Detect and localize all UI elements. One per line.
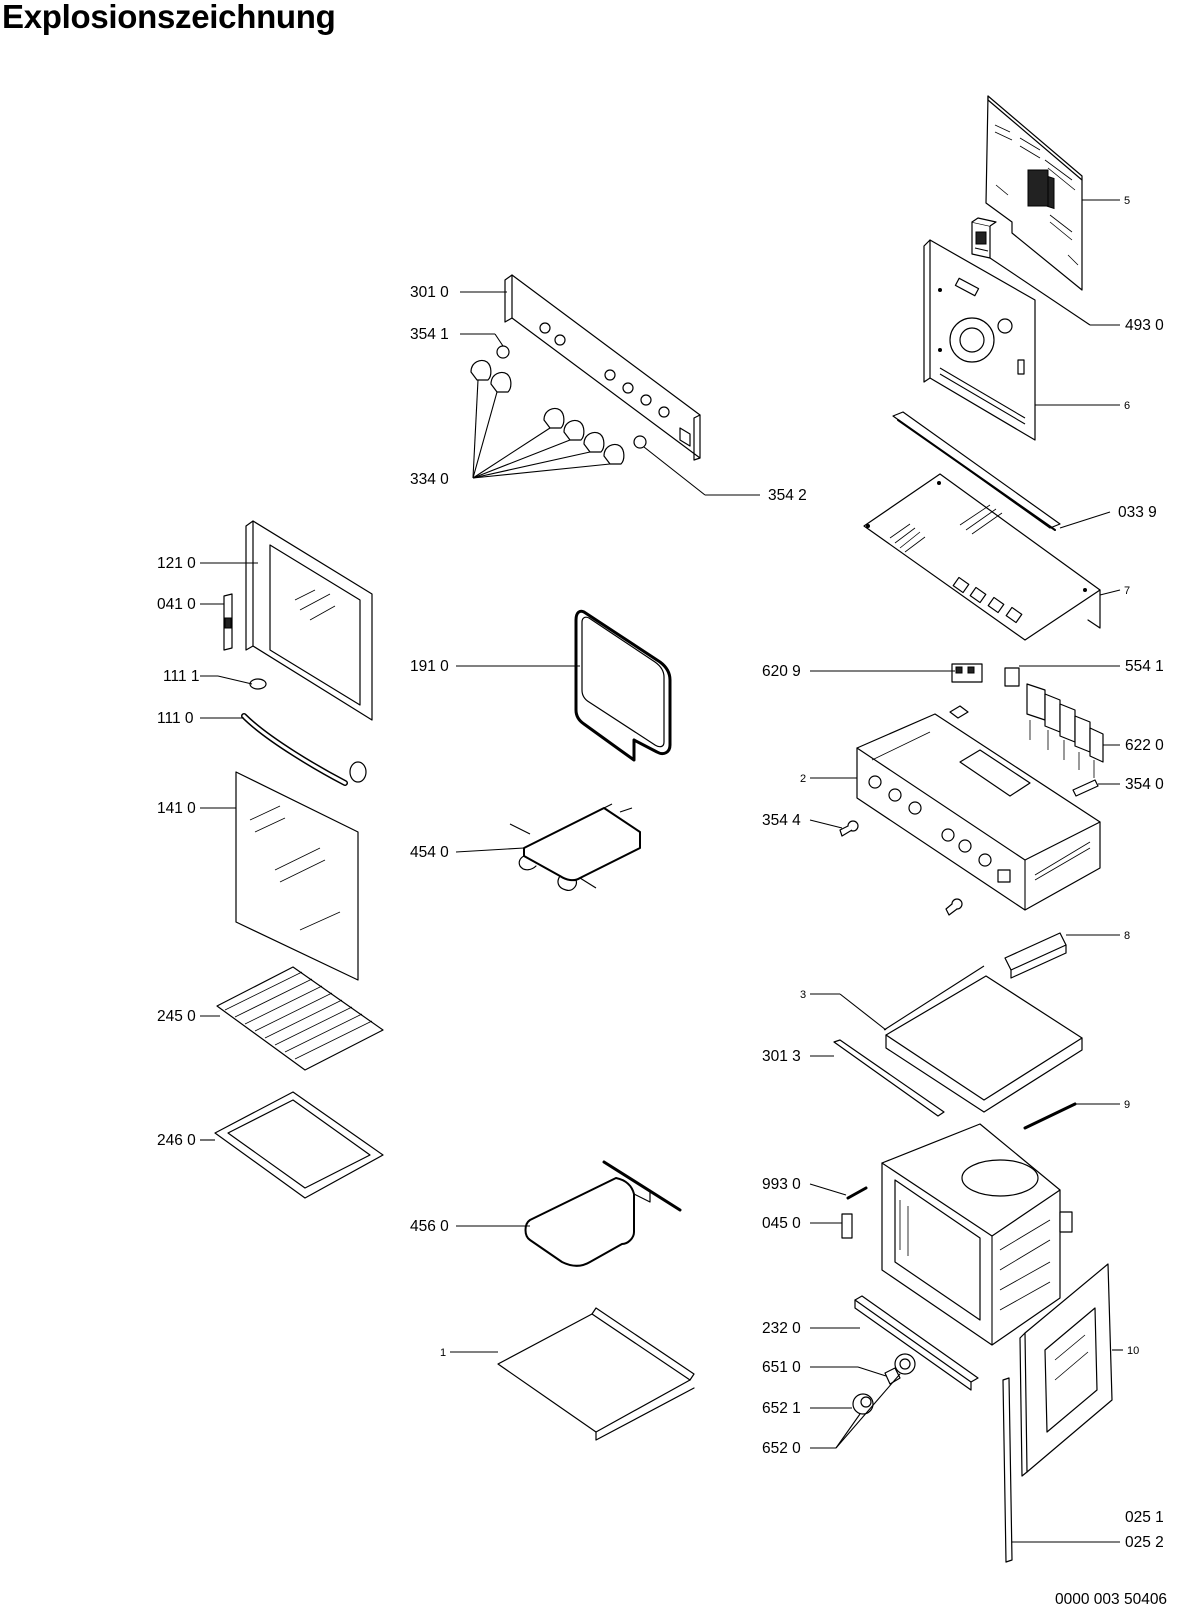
part-switch-block xyxy=(949,663,1104,778)
part-grid-shelf xyxy=(216,966,384,1071)
label-111-1: 111 1 xyxy=(163,668,200,685)
label-9: 9 xyxy=(1124,1099,1130,1111)
label-141-0: 141 0 xyxy=(157,800,196,817)
label-354-2: 354 2 xyxy=(768,487,807,504)
part-grill-element xyxy=(509,803,641,891)
part-indicator-lamps xyxy=(496,345,647,449)
label-025-2: 025 2 xyxy=(1125,1534,1164,1551)
label-456-0: 456 0 xyxy=(410,1218,449,1235)
part-rear-wall xyxy=(923,239,1036,441)
label-1: 1 xyxy=(440,1347,446,1359)
page-title: Explosionszeichnung xyxy=(2,0,336,35)
part-screw-993-0 xyxy=(846,1186,868,1200)
part-control-housing xyxy=(856,713,1101,911)
part-front-frame-bar xyxy=(854,1295,979,1391)
part-door-handle xyxy=(241,678,367,786)
label-232-0: 232 0 xyxy=(762,1320,801,1337)
leader-lines xyxy=(200,199,1123,1543)
part-labels: 301 0 354 1 334 0 354 2 5 493 0 6 033 9 … xyxy=(157,195,1167,1608)
part-bottom-plate xyxy=(883,965,1083,1113)
part-side-rail xyxy=(833,1039,945,1117)
label-8: 8 xyxy=(1124,930,1130,942)
part-front-strip xyxy=(1002,1377,1013,1563)
label-111-0: 111 0 xyxy=(157,710,194,727)
label-622-0: 622 0 xyxy=(1125,737,1164,754)
part-rod-9 xyxy=(1023,1102,1077,1130)
part-control-knobs xyxy=(470,359,625,465)
part-door-frame xyxy=(245,520,373,721)
label-993-0: 993 0 xyxy=(762,1176,801,1193)
part-rear-cover-panel xyxy=(985,95,1083,291)
label-2: 2 xyxy=(800,773,806,785)
part-screw-lower xyxy=(945,898,963,916)
part-lamp xyxy=(1072,779,1099,797)
part-switch-module xyxy=(971,217,997,259)
part-hinge-receiver xyxy=(841,1213,853,1239)
part-knob-set xyxy=(852,1353,916,1415)
part-bracket-8 xyxy=(1004,932,1067,979)
label-025-1: 025 1 xyxy=(1125,1509,1164,1526)
label-10: 10 xyxy=(1127,1345,1139,1357)
label-245-0: 245 0 xyxy=(157,1008,196,1025)
part-screw-354-4 xyxy=(839,820,859,837)
part-glass-pane xyxy=(235,771,359,981)
label-3: 3 xyxy=(800,989,806,1001)
label-5: 5 xyxy=(1124,195,1130,207)
label-554-1: 554 1 xyxy=(1125,658,1164,675)
part-baking-tray xyxy=(214,1091,384,1199)
label-651-0: 651 0 xyxy=(762,1359,801,1376)
label-6: 6 xyxy=(1124,400,1130,412)
label-454-0: 454 0 xyxy=(410,844,449,861)
part-control-panel xyxy=(504,274,701,461)
label-191-0: 191 0 xyxy=(410,658,449,675)
part-side-panel xyxy=(1019,1263,1113,1477)
label-301-0: 301 0 xyxy=(410,284,449,301)
label-033-9: 033 9 xyxy=(1118,504,1157,521)
label-334-0: 334 0 xyxy=(410,471,449,488)
part-lower-heating-element xyxy=(524,1160,682,1267)
label-652-1: 652 1 xyxy=(762,1400,801,1417)
label-354-4: 354 4 xyxy=(762,812,801,829)
label-493-0: 493 0 xyxy=(1125,317,1164,334)
part-door-seal xyxy=(574,609,672,762)
label-7: 7 xyxy=(1124,585,1130,597)
label-620-9: 620 9 xyxy=(762,663,801,680)
label-121-0: 121 0 xyxy=(157,555,196,572)
label-301-3: 301 3 xyxy=(762,1048,801,1065)
part-seal-strip xyxy=(892,411,1061,531)
label-354-1: 354 1 xyxy=(410,326,449,343)
label-041-0: 041 0 xyxy=(157,596,196,613)
label-652-0: 652 0 xyxy=(762,1440,801,1457)
part-bottom-cover xyxy=(497,1307,695,1441)
part-hinge xyxy=(223,593,233,651)
label-354-0: 354 0 xyxy=(1125,776,1164,793)
document-code: 0000 003 50406 xyxy=(1055,1591,1167,1608)
part-top-cover xyxy=(863,473,1101,641)
label-045-0: 045 0 xyxy=(762,1215,801,1232)
label-246-0: 246 0 xyxy=(157,1132,196,1149)
part-oven-cavity xyxy=(881,1123,1073,1346)
